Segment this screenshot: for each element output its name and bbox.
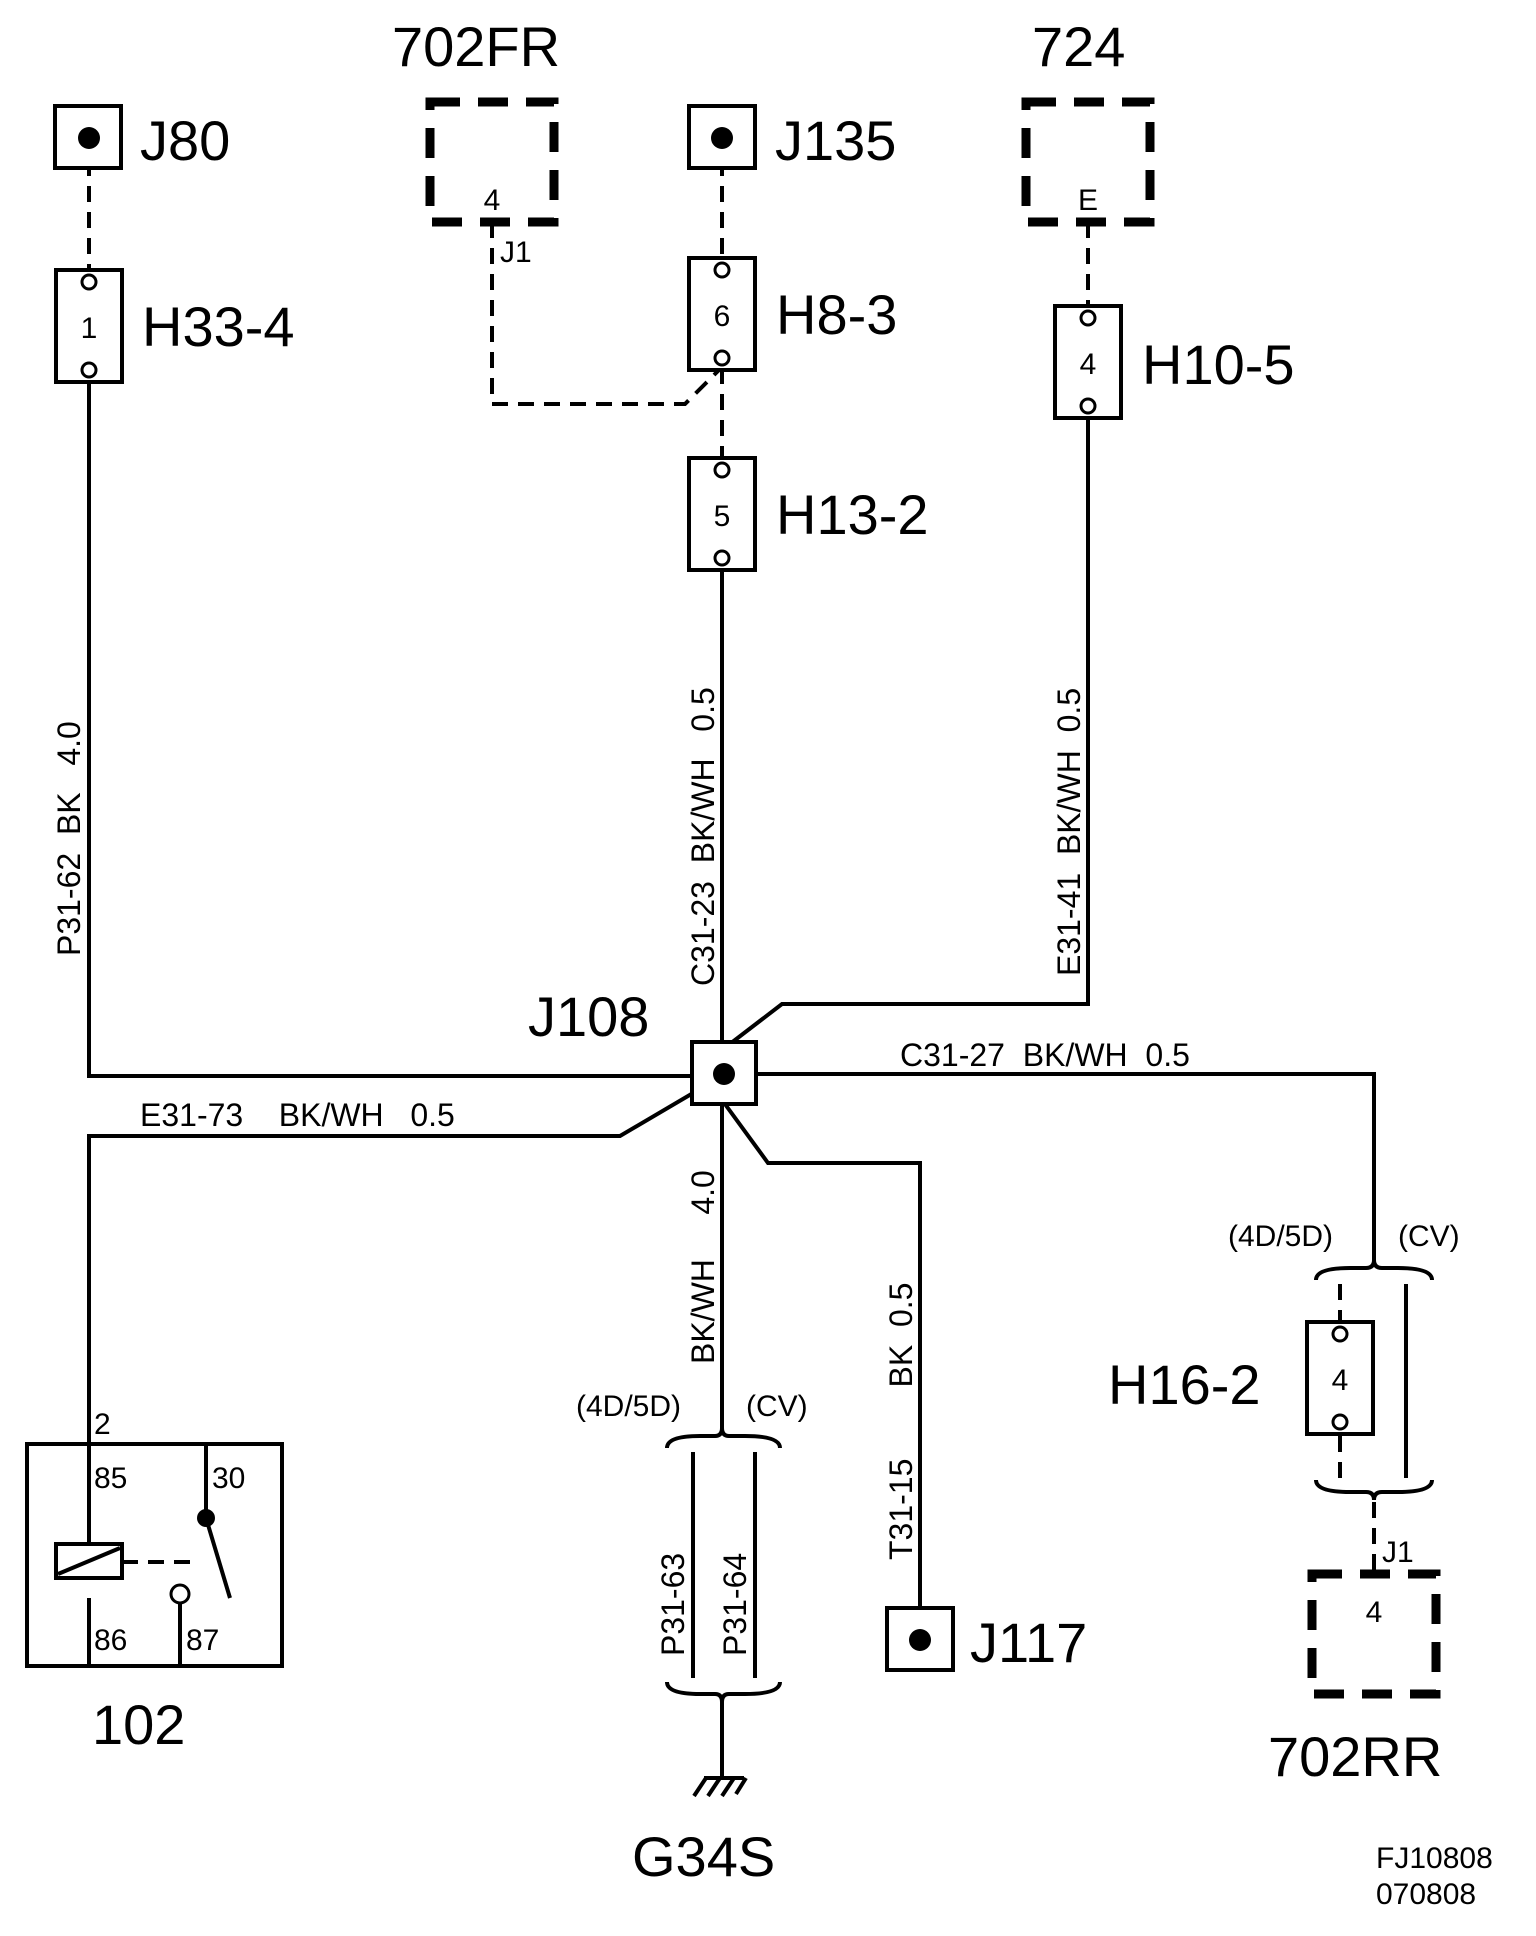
wire-t31-15 (720, 1098, 922, 1607)
wire-label-p31-62: P31-62 BK 4.0 (51, 721, 87, 956)
component-702fr[interactable] (425, 97, 559, 227)
bracket-h16-bottom (1314, 1479, 1434, 1501)
label-h33: H33-4 (142, 295, 295, 358)
wire-label-c31-23: C31-23 BK/WH 0.5 (685, 687, 721, 986)
pin-relay-86: 86 (94, 1624, 127, 1657)
pin-h8: 6 (714, 300, 731, 333)
label-j135: J135 (775, 109, 896, 172)
label-h10: H10-5 (1142, 333, 1295, 396)
label-j108: J108 (528, 985, 649, 1048)
label-702fr: 702FR (392, 15, 560, 78)
pin-702rr-j1: J1 (1382, 1536, 1414, 1569)
wire-label-p31-64: P31-64 (717, 1553, 753, 1656)
wire-label-bkwh-40: BK/WH 4.0 (685, 1170, 721, 1364)
wire-e31-73 (87, 1074, 724, 1442)
ground-icon (692, 1776, 748, 1798)
variant-ground-left: (4D/5D) (576, 1390, 681, 1423)
inline-connector-h33[interactable] (54, 268, 124, 384)
inline-connector-h16[interactable] (1305, 1320, 1375, 1436)
component-724[interactable] (1021, 97, 1155, 227)
wire-e31-41 (720, 414, 1090, 1052)
pin-h16: 4 (1332, 1364, 1349, 1397)
wire-702fr-dashed (490, 222, 724, 406)
inline-connector-h10[interactable] (1053, 304, 1123, 420)
variant-h16-right: (CV) (1398, 1220, 1460, 1253)
pin-h33: 1 (81, 312, 98, 345)
label-j117: J117 (970, 1611, 1087, 1674)
label-702rr: 702RR (1268, 1725, 1442, 1788)
relay-102[interactable] (25, 1442, 284, 1668)
pin-724: E (1078, 184, 1098, 217)
pin-h13: 5 (714, 500, 731, 533)
pin-702fr: 4 (484, 184, 501, 217)
footer-date: 070808 (1376, 1878, 1476, 1911)
pin-702fr-j1: J1 (500, 236, 532, 269)
bracket-h16-top (1314, 1259, 1434, 1281)
wire-label-t31-15: T31-15 BK 0.5 (883, 1283, 919, 1560)
pin-relay-2: 2 (94, 1408, 111, 1441)
wire-c31-27 (755, 1072, 1376, 1266)
connector-j135[interactable] (687, 104, 757, 170)
variant-h16-left: (4D/5D) (1228, 1220, 1333, 1253)
component-702rr[interactable] (1307, 1569, 1441, 1699)
label-h13: H13-2 (776, 483, 929, 546)
wire-label-e31-41: E31-41 BK/WH 0.5 (1051, 688, 1087, 976)
variant-ground-right: (CV) (746, 1390, 808, 1423)
label-ground: G34S (632, 1825, 775, 1888)
wire-p31-62 (87, 378, 722, 1078)
label-relay: 102 (92, 1693, 185, 1756)
pin-relay-85: 85 (94, 1462, 127, 1495)
label-j80: J80 (140, 109, 230, 172)
pin-h10: 4 (1080, 348, 1097, 381)
inline-connector-h13[interactable] (687, 456, 757, 572)
wire-label-c31-27: C31-27 BK/WH 0.5 (900, 1037, 1190, 1073)
pin-relay-87: 87 (186, 1624, 219, 1657)
connector-j117[interactable] (885, 1606, 955, 1672)
bracket-ground-top (665, 1427, 782, 1449)
wire-label-p31-63: P31-63 (655, 1553, 691, 1656)
wire-label-e31-73: E31-73 BK/WH 0.5 (140, 1097, 455, 1133)
label-724: 724 (1032, 15, 1125, 78)
pin-relay-30: 30 (212, 1462, 245, 1495)
inline-connector-h8[interactable] (687, 256, 757, 372)
pin-702rr: 4 (1366, 1596, 1383, 1629)
connector-j80[interactable] (53, 104, 123, 170)
splice-j108[interactable] (690, 1040, 758, 1106)
footer-code: FJ10808 (1376, 1842, 1493, 1875)
label-h8: H8-3 (776, 283, 897, 346)
bracket-ground-bottom (665, 1681, 782, 1703)
label-h16: H16-2 (1108, 1353, 1261, 1416)
